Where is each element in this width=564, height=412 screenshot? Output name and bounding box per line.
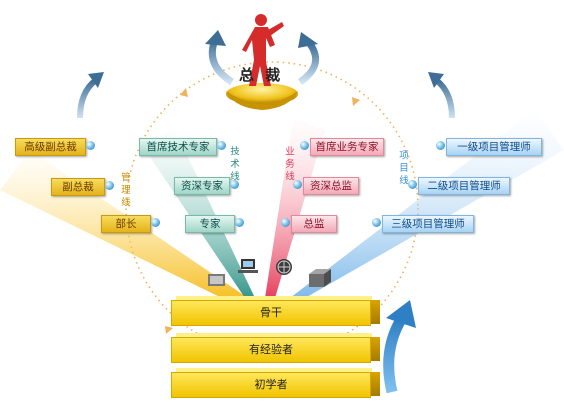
node-icon bbox=[300, 141, 309, 150]
arrow-to-top-right bbox=[297, 41, 320, 85]
node-icon bbox=[281, 218, 290, 227]
arrow-head-icon bbox=[386, 300, 416, 328]
box-icon bbox=[309, 269, 331, 287]
arrow-head-icon bbox=[428, 72, 444, 88]
technical-beam bbox=[140, 130, 255, 298]
proj-item-2: 二级项目管理师 bbox=[418, 177, 510, 195]
node-icon bbox=[217, 141, 226, 150]
proj-item-1: 一级项目管理师 bbox=[446, 138, 542, 156]
arrow-head-icon bbox=[88, 72, 104, 88]
president-figure-icon bbox=[226, 14, 298, 110]
node-icon bbox=[436, 141, 445, 150]
node-icon bbox=[105, 181, 114, 190]
node-icon bbox=[86, 141, 95, 150]
computer-icon bbox=[238, 259, 258, 273]
mgmt-item-2: 副总裁 bbox=[51, 178, 105, 196]
globe-icon bbox=[276, 259, 292, 275]
project-beam bbox=[290, 110, 564, 298]
step-backbone: 骨干 bbox=[171, 300, 371, 326]
arrow-project-up bbox=[434, 77, 455, 119]
biz-item-2: 资深总监 bbox=[303, 177, 359, 195]
growth-arrow bbox=[383, 315, 407, 394]
arrow-management-up bbox=[77, 77, 98, 119]
mgmt-item-3: 部长 bbox=[101, 215, 151, 233]
tech-item-2: 资深专家 bbox=[174, 177, 230, 195]
mgmt-item-1: 高级副总裁 bbox=[15, 138, 86, 156]
tech-item-3: 专家 bbox=[185, 215, 235, 233]
node-icon bbox=[235, 218, 244, 227]
tech-item-1: 首席技术专家 bbox=[139, 138, 217, 156]
node-icon bbox=[151, 218, 160, 227]
top-title: 总 裁 bbox=[239, 66, 284, 84]
ring-arrow-icon bbox=[352, 97, 360, 106]
mgmt-path-label: 管理线 bbox=[119, 172, 130, 210]
business-beam bbox=[265, 118, 325, 298]
node-icon bbox=[372, 218, 381, 227]
arrow-to-top-left bbox=[208, 38, 234, 85]
tools-icon bbox=[208, 274, 225, 286]
biz-item-1: 首席业务专家 bbox=[310, 138, 384, 156]
proj-item-3: 三级项目管理师 bbox=[382, 215, 474, 233]
node-icon bbox=[408, 180, 417, 189]
ring-arrow-icon bbox=[165, 326, 173, 334]
arrow-head-icon bbox=[298, 32, 318, 48]
arrow-head-icon bbox=[205, 30, 226, 46]
step-beginner: 初学者 bbox=[171, 372, 371, 398]
proj-path-label: 项目线 bbox=[397, 150, 408, 188]
biz-item-3: 总监 bbox=[291, 215, 337, 233]
node-icon bbox=[293, 180, 302, 189]
step-experienced: 有经验者 bbox=[171, 337, 371, 363]
ring-arrow-icon bbox=[180, 88, 188, 97]
tech-path-label: 技术线 bbox=[228, 146, 239, 184]
biz-path-label: 业务线 bbox=[283, 146, 294, 184]
node-icon bbox=[230, 180, 239, 189]
